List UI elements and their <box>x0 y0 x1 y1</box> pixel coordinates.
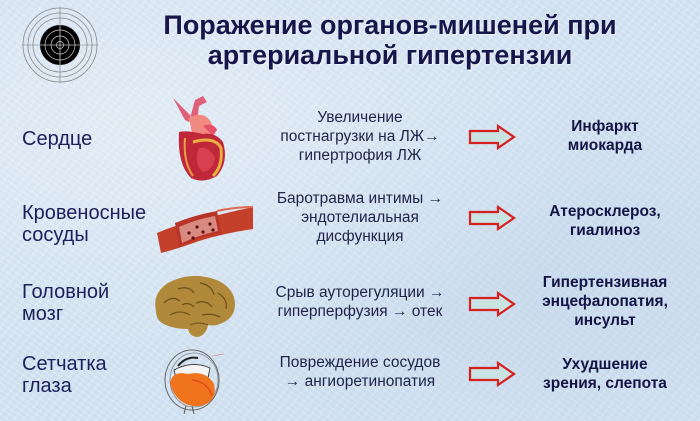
row-brain: Головной мозг Срыв ауторегуляции → гипер… <box>0 265 700 340</box>
organ-label: Сердце <box>22 128 93 150</box>
title-line-2: артериальной гипертензии <box>207 40 573 70</box>
outcome-text: Инфаркт миокарда <box>567 118 643 154</box>
eye-icon <box>164 349 225 415</box>
mechanism-text: Срыв ауторегуляции → гиперперфузия → оте… <box>275 284 445 320</box>
page-title: Поражение органов-мишеней при артериальн… <box>130 10 650 70</box>
arrow-right-icon <box>468 361 516 387</box>
title-line-1: Поражение органов-мишеней при <box>163 10 617 40</box>
arrow-right-icon <box>468 205 516 231</box>
target-icon <box>22 7 98 83</box>
outcome-text: Гипертензивная энцефалопатия, инсульт <box>542 274 668 329</box>
organ-label: Сетчатка глаза <box>22 353 107 397</box>
blood-vessel-icon <box>157 206 254 253</box>
row-retina: Сетчатка глаза Повреждение сосудов → анг… <box>0 340 700 421</box>
outcome-text: Атеросклероз, гиалиноз <box>549 203 661 239</box>
mechanism-text: Баротравма интимы → эндотелиальная дисфу… <box>276 190 444 245</box>
outcome-text: Ухудшение зрения, слепота <box>543 356 667 392</box>
mechanism-text: Увеличение постнагрузки на ЛЖ→ гипертроф… <box>280 109 440 164</box>
organ-label: Кровеносные сосуды <box>22 202 147 246</box>
arrow-right-icon <box>468 124 516 150</box>
brain-icon <box>155 275 235 337</box>
row-heart: Сердце Увеличение постнагрузки на ЛЖ→ ги… <box>0 90 700 185</box>
organ-label: Головной мозг <box>22 281 110 325</box>
heart-icon <box>173 96 225 181</box>
mechanism-text: Повреждение сосудов → ангиоретинопатия <box>279 354 441 390</box>
row-blood-vessels: Кровеносные сосуды Баротравма интимы → э… <box>0 185 700 265</box>
arrow-right-icon <box>468 291 516 317</box>
